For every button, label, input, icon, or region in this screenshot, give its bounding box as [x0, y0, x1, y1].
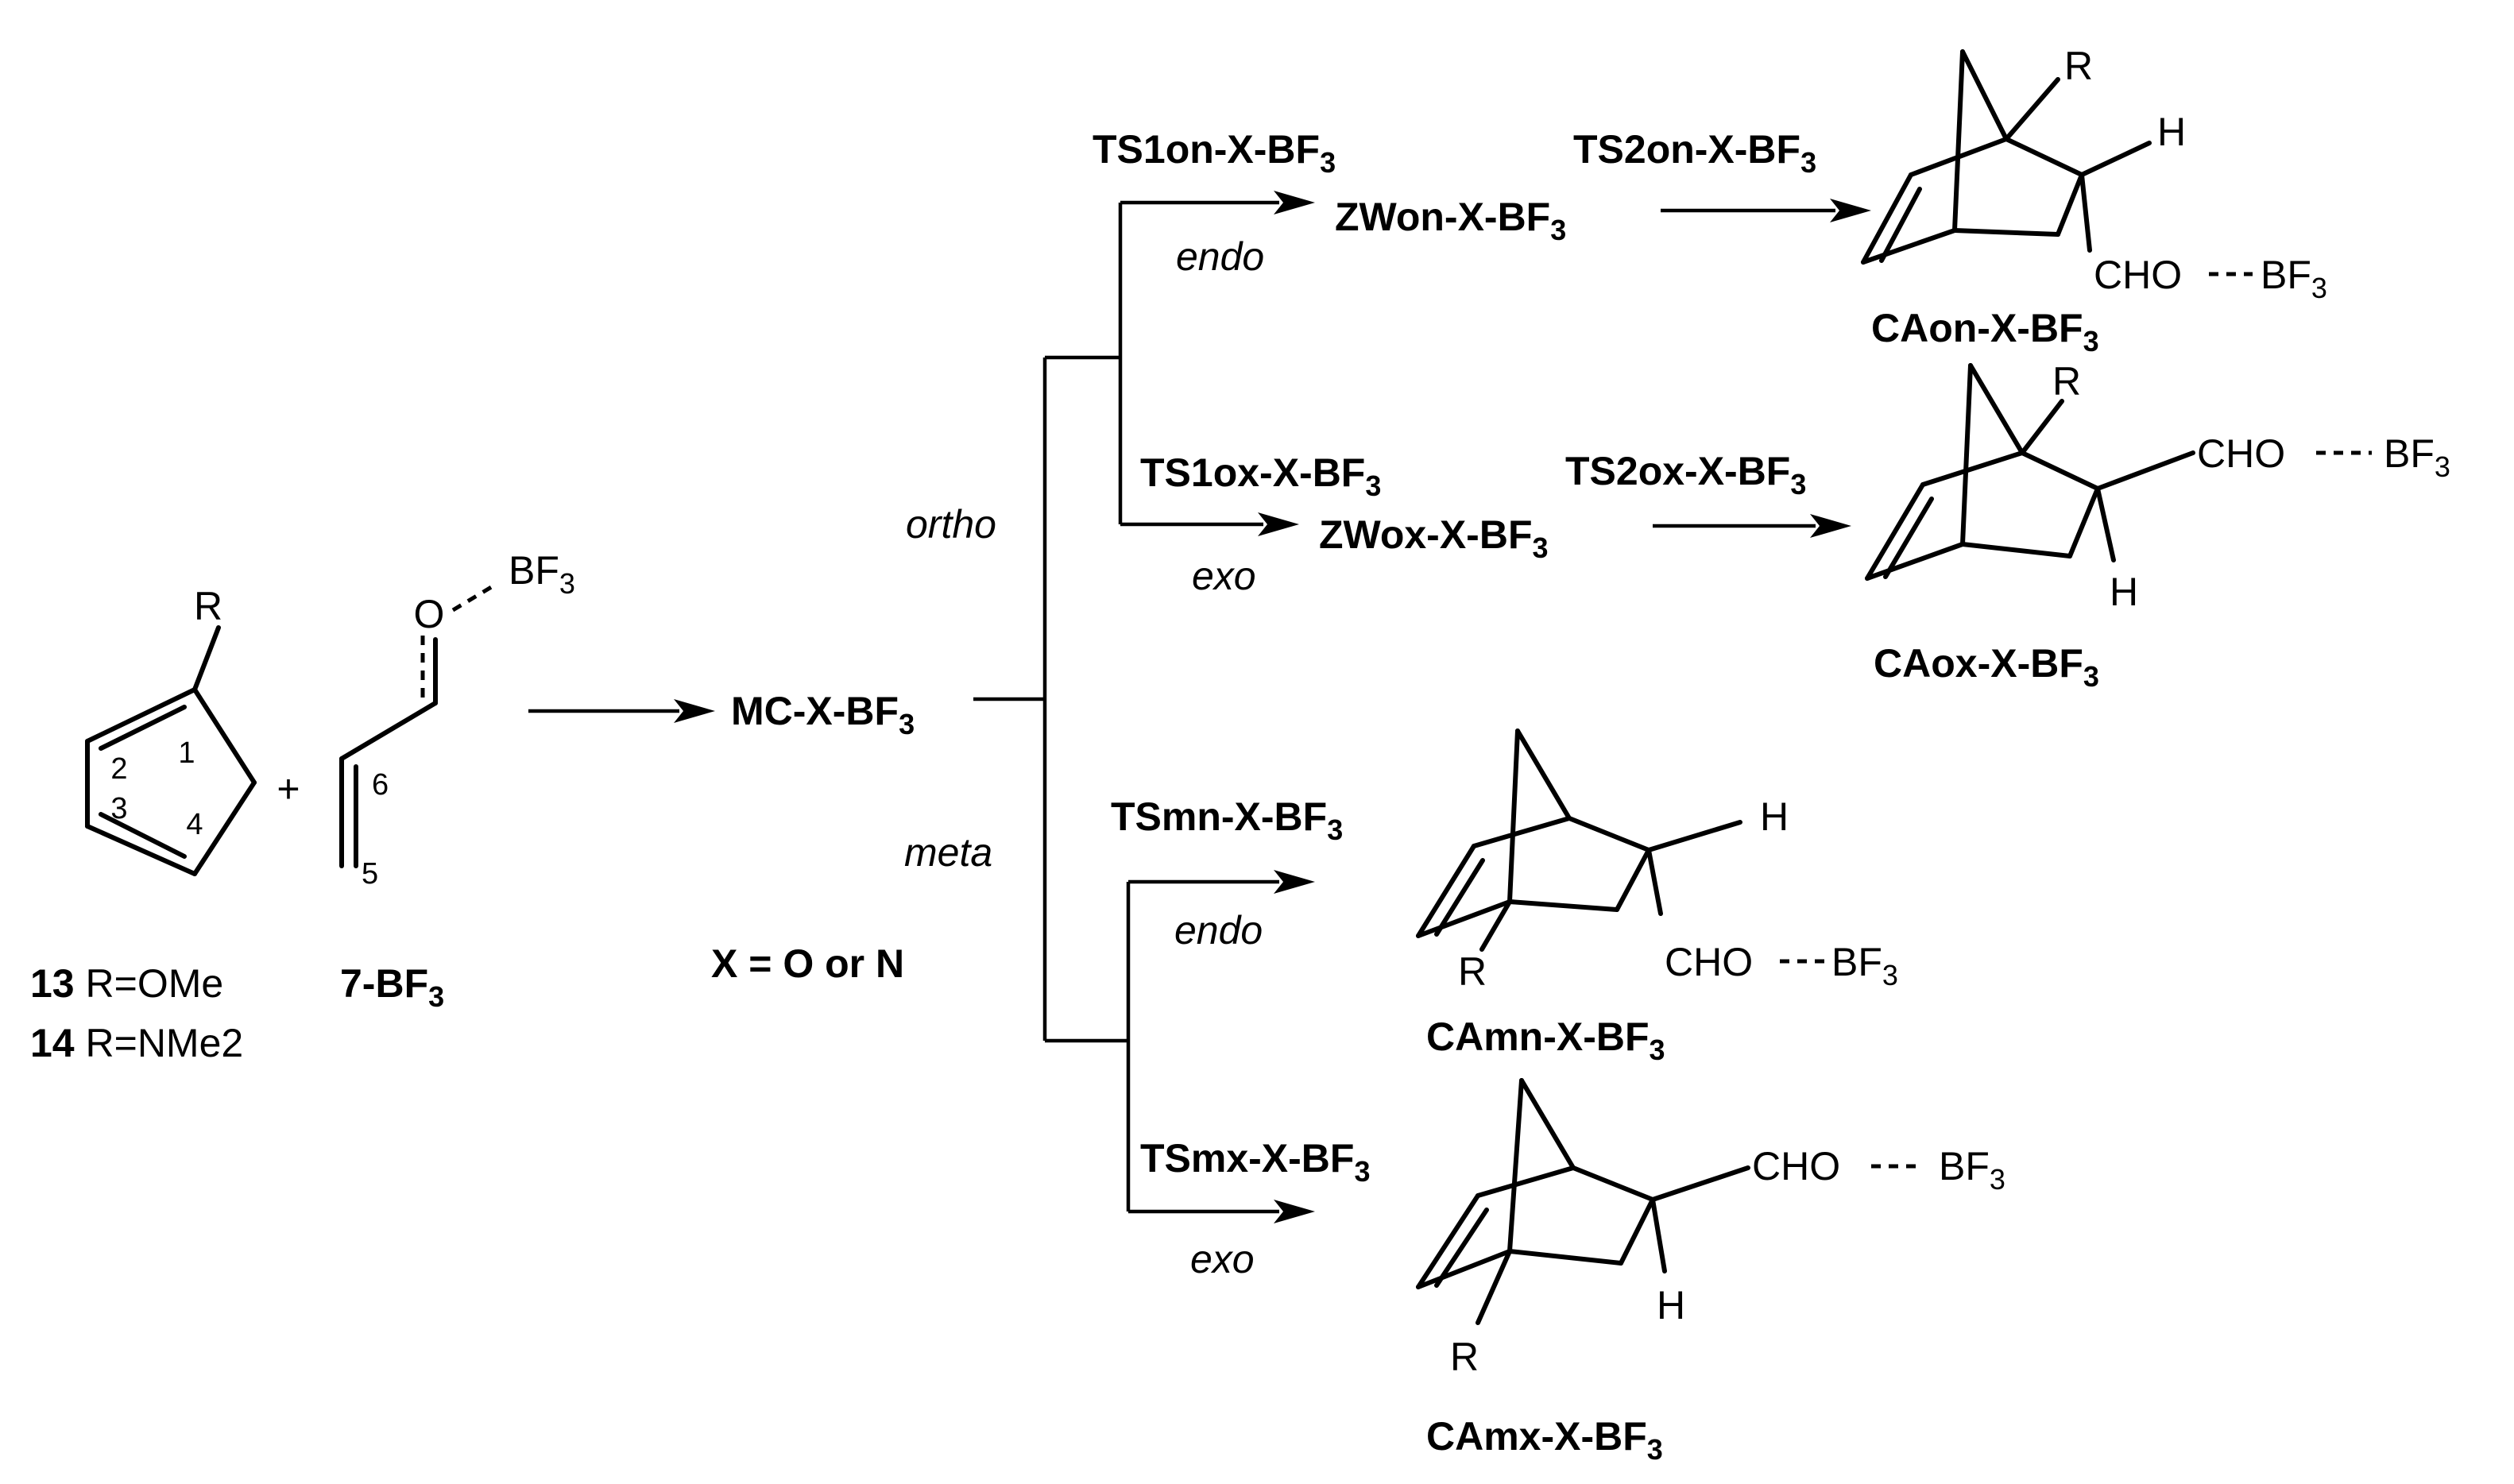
ca-mx-bf3-label: BF3	[1939, 1144, 2005, 1196]
compound-7-bf3-label: 7-BF3	[340, 961, 444, 1013]
compound-13-label: 13 R=OMe	[30, 961, 223, 1006]
ca-mx-r-label: R	[1450, 1335, 1479, 1379]
ca-meta-exo-label: CAmx-X-BF3	[1426, 1414, 1663, 1466]
ca-mn-h-label: H	[1760, 794, 1789, 839]
zw-ortho-exo-label: ZWox-X-BF3	[1319, 512, 1549, 564]
ts1-ortho-exo-label: TS1ox-X-BF3	[1140, 450, 1381, 502]
ca-mn-cho-label: CHO	[1665, 940, 1753, 984]
ca-ortho-exo-label: CAox-X-BF3	[1874, 641, 2099, 693]
ca-ox-bf3-label: BF3	[2384, 431, 2450, 483]
ts-meta-endo-label: TSmn-X-BF3	[1111, 794, 1343, 846]
ca-mx-cho-label: CHO	[1752, 1144, 1840, 1188]
ts2-ortho-exo-label: TS2ox-X-BF3	[1565, 449, 1806, 500]
ca-ox-cho-label: CHO	[2197, 431, 2285, 476]
ca-meta-exo-structure	[1416, 1078, 1923, 1325]
endo-label-ortho: endo	[1176, 234, 1264, 279]
position-1-label: 1	[178, 736, 195, 770]
ca-on-bf3-label: BF3	[2261, 253, 2327, 304]
position-6-label: 6	[372, 768, 389, 802]
dienophile-bf3-label: BF3	[509, 548, 575, 600]
ortho-label: ortho	[906, 502, 996, 547]
ca-meta-endo-label: CAmn-X-BF3	[1426, 1014, 1665, 1066]
dienophile-structure: O BF3 6 5	[339, 548, 575, 891]
position-3-label: 3	[110, 792, 127, 825]
ca-mn-bf3-label: BF3	[1831, 940, 1898, 991]
branch-tree	[973, 203, 1131, 1212]
position-4-label: 4	[186, 808, 203, 841]
x-definition-label: X = O or N	[711, 941, 904, 986]
exo-label-ortho: exo	[1192, 554, 1256, 598]
ts2-ortho-endo-label: TS2on-X-BF3	[1573, 127, 1816, 179]
exo-label-meta: exo	[1190, 1237, 1255, 1281]
ca-ox-r-label: R	[2052, 359, 2081, 404]
ca-mn-r-label: R	[1458, 949, 1487, 994]
ca-ortho-endo-label: CAon-X-BF3	[1871, 306, 2099, 357]
plus-sign: +	[277, 767, 300, 811]
diene-r-label: R	[194, 584, 222, 628]
ca-mx-h-label: H	[1657, 1283, 1685, 1327]
zw-ortho-endo-label: ZWon-X-BF3	[1335, 195, 1566, 246]
compound-14-label: 14 R=NMe2	[30, 1021, 243, 1065]
ca-on-cho-label: CHO	[2094, 253, 2182, 297]
ca-on-h-label: H	[2157, 110, 2186, 154]
ca-ox-h-label: H	[2110, 570, 2138, 614]
endo-label-meta: endo	[1174, 908, 1263, 953]
ts1-ortho-endo-label: TS1on-X-BF3	[1093, 127, 1336, 179]
position-5-label: 5	[362, 857, 378, 891]
cyclopentadiene-structure: R 1 2 3 4	[85, 584, 257, 876]
position-2-label: 2	[110, 752, 127, 786]
ca-meta-endo-structure	[1416, 728, 1827, 964]
ts-meta-exo-label: TSmx-X-BF3	[1140, 1136, 1371, 1188]
molecular-complex-label: MC-X-BF3	[731, 689, 915, 740]
carbonyl-oxygen-label: O	[414, 592, 445, 636]
ca-ortho-endo-structure	[1861, 49, 2253, 276]
ca-ortho-exo-structure	[1865, 363, 2372, 581]
ca-on-r-label: R	[2064, 44, 2093, 88]
meta-label: meta	[904, 830, 992, 875]
